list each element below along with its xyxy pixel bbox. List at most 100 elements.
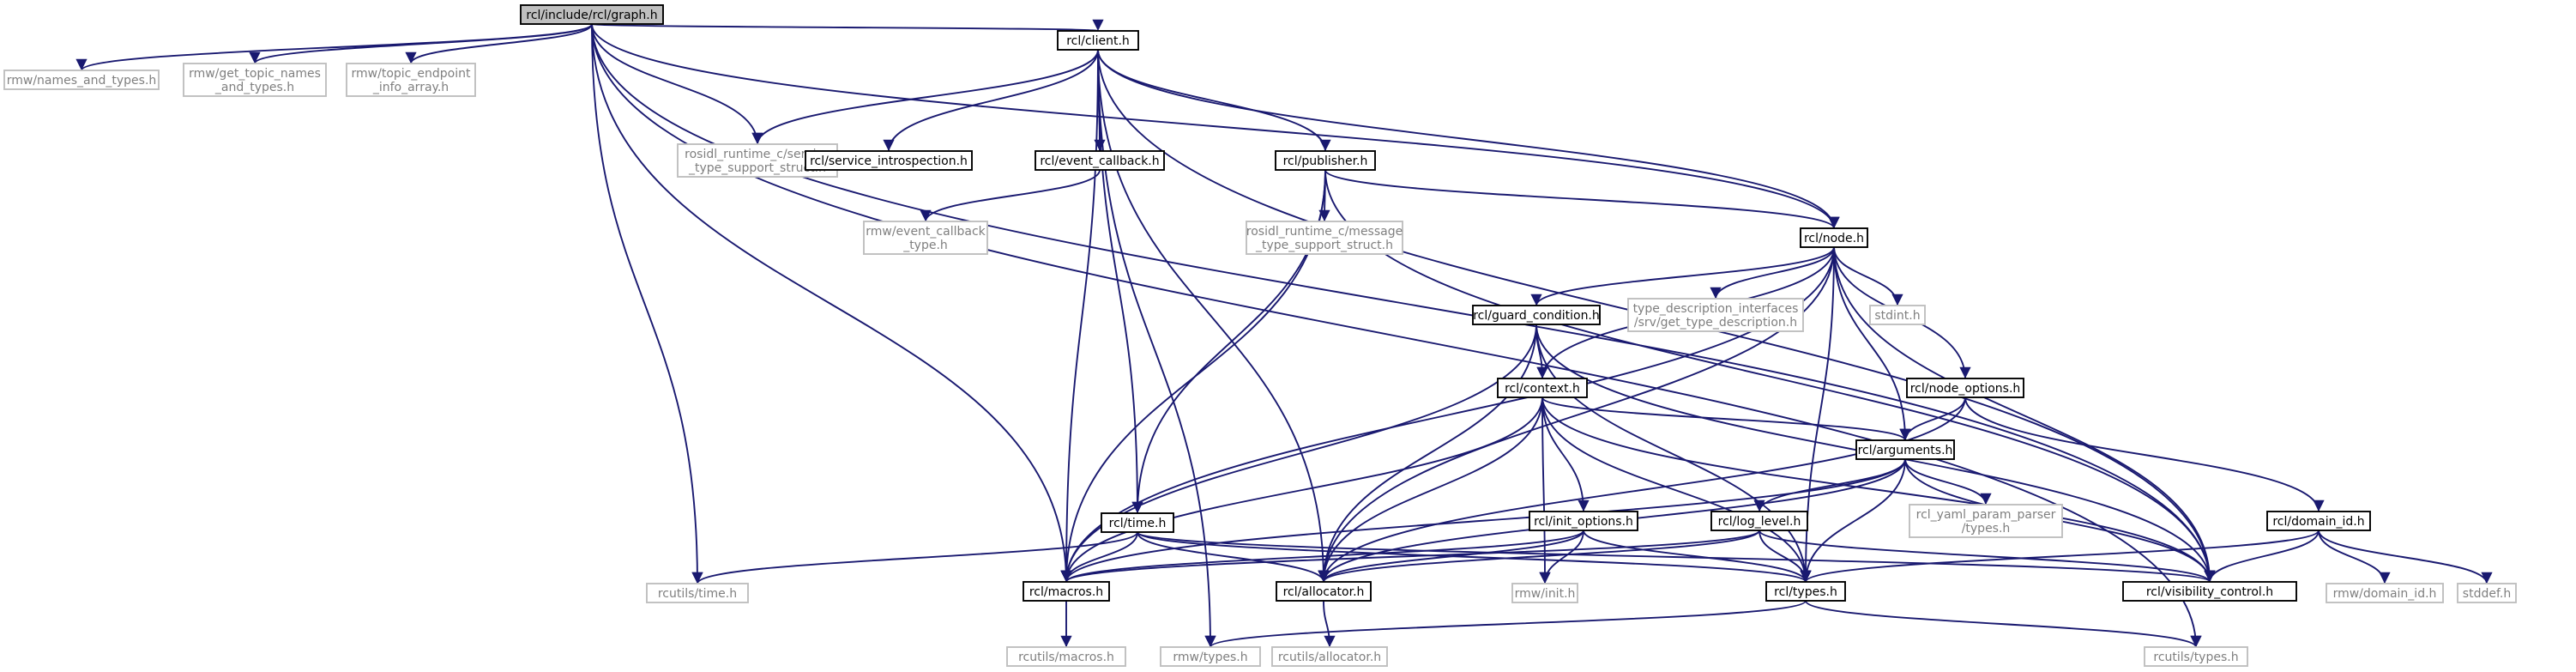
node-box: [1160, 646, 1261, 667]
edge-context_h-to-init_options: [1541, 397, 1590, 512]
edge-node_h-to-allocator_h: [1318, 246, 1835, 583]
node-box: [1627, 298, 1804, 332]
node-label: rcl/time.h: [1109, 517, 1167, 530]
edge-guard_condition-to-allocator_h: [1318, 324, 1537, 583]
node-context-h[interactable]: rcl/context.h: [1497, 378, 1588, 398]
node-rcutils-time: rcutils/time.h: [646, 583, 749, 603]
node-label: _type_support_struct.h: [1255, 239, 1393, 252]
node-box: [1869, 305, 1926, 325]
node-label: rcl/guard_condition.h: [1473, 309, 1600, 323]
node-rmw-domain-id: rmw/domain_id.h: [2326, 583, 2444, 603]
edge-client_h-to-node_h: [1097, 49, 1840, 229]
node-box[interactable]: [520, 4, 664, 25]
node-time-h[interactable]: rcl/time.h: [1101, 512, 1174, 533]
edge-node_h-to-types_h: [1800, 246, 1835, 583]
node-service-introspection[interactable]: rcl/service_introspection.h: [805, 150, 973, 171]
node-rmw-types: rmw/types.h: [1160, 646, 1261, 667]
node-box[interactable]: [1529, 511, 1638, 531]
node-macros-h[interactable]: rcl/macros.h: [1023, 581, 1110, 602]
node-box[interactable]: [1497, 378, 1588, 398]
node-box[interactable]: [1906, 378, 2024, 398]
node-box[interactable]: [1765, 581, 1846, 602]
node-label: rcl/node_options.h: [1910, 382, 2021, 396]
node-label: _type.h: [902, 239, 948, 252]
node-label: _info_array.h: [372, 81, 449, 94]
edge-graph_h-to-rmw_topic_endpoint: [405, 23, 593, 64]
node-box[interactable]: [1023, 581, 1110, 602]
node-box[interactable]: [1472, 305, 1601, 325]
node-label: rcl/publisher.h: [1283, 154, 1368, 168]
node-event-callback[interactable]: rcl/event_callback.h: [1035, 150, 1165, 171]
edge-node_options-to-arguments_h: [1899, 397, 1966, 441]
node-log-level[interactable]: rcl/log_level.h: [1710, 511, 1808, 531]
edge-client_h-to-rmw_types: [1097, 49, 1216, 648]
edge-graph_h-to-rosidl_service: [591, 23, 763, 145]
node-box[interactable]: [1710, 511, 1808, 531]
node-label: rmw/domain_id.h: [2333, 587, 2437, 601]
node-label: rosidl_runtime_c/message: [1246, 225, 1403, 239]
node-box: [863, 221, 988, 255]
node-client-h[interactable]: rcl/client.h: [1057, 30, 1139, 51]
edge-init_options-to-macros_h: [1060, 530, 1584, 583]
node-box[interactable]: [805, 150, 973, 171]
node-box: [2144, 646, 2248, 667]
node-stdint-h: stdint.h: [1869, 305, 1926, 325]
node-init-options[interactable]: rcl/init_options.h: [1529, 511, 1638, 531]
node-label: rcutils/allocator.h: [1278, 651, 1381, 664]
node-rmw-topic-endpoint: rmw/topic_endpoint_info_array.h: [346, 63, 476, 97]
node-rmw-names-and-types: rmw/names_and_types.h: [3, 70, 160, 90]
edge-context_h-to-types_h: [1541, 397, 1812, 583]
node-domain-id[interactable]: rcl/domain_id.h: [2266, 511, 2371, 531]
node-box: [1006, 646, 1126, 667]
node-label: stddef.h: [2463, 587, 2511, 601]
edge-context_h-to-visibility: [1541, 397, 2216, 583]
node-label: rcl/event_callback.h: [1040, 154, 1159, 168]
edge-arguments_h-to-types_h: [1800, 458, 1906, 583]
node-rmw-get-topic-names: rmw/get_topic_names_and_types.h: [183, 63, 327, 97]
edge-guard_condition-to-types_h: [1535, 324, 1812, 583]
node-label: rmw/event_callback: [866, 225, 986, 239]
node-label: rcl/log_level.h: [1718, 515, 1801, 529]
node-publisher-h[interactable]: rcl/publisher.h: [1275, 150, 1376, 171]
node-label: rcl/include/rcl/graph.h: [526, 9, 657, 22]
edge-time_h-to-rcutils_time: [691, 531, 1138, 584]
edge-types_h-to-rmw_types: [1204, 600, 1807, 648]
edge-client_h-to-allocator_h: [1097, 49, 1330, 583]
node-label: rmw/get_topic_names: [189, 67, 321, 81]
edge-log_level-to-macros_h: [1060, 530, 1760, 583]
node-box[interactable]: [1800, 227, 1868, 248]
node-box[interactable]: [1855, 439, 1955, 460]
node-box[interactable]: [1057, 30, 1139, 51]
node-visibility[interactable]: rcl/visibility_control.h: [2122, 581, 2297, 602]
node-box[interactable]: [2266, 511, 2371, 531]
node-box: [2326, 583, 2444, 603]
node-label: rmw/types.h: [1173, 651, 1247, 664]
node-label: /types.h: [1962, 522, 2011, 536]
node-box[interactable]: [1035, 150, 1165, 171]
node-label: rcl_yaml_param_parser: [1916, 508, 2056, 522]
node-box[interactable]: [2122, 581, 2297, 602]
edge-node_h-to-visibility: [1833, 246, 2216, 583]
node-allocator-h[interactable]: rcl/allocator.h: [1276, 581, 1372, 602]
edge-event_callback-to-rmw_event_callback: [920, 169, 1101, 222]
node-graph-h[interactable]: rcl/include/rcl/graph.h: [520, 4, 664, 25]
node-box[interactable]: [1101, 512, 1174, 533]
edge-graph_h-to-rmw_names_and_types: [75, 23, 593, 71]
node-arguments-h[interactable]: rcl/arguments.h: [1855, 439, 1955, 460]
node-label: rcl/visibility_control.h: [2146, 585, 2273, 599]
node-box: [2457, 583, 2517, 603]
node-label: rmw/topic_endpoint: [352, 67, 471, 81]
node-label: stdint.h: [1874, 309, 1920, 323]
node-box[interactable]: [1275, 150, 1376, 171]
node-guard-condition[interactable]: rcl/guard_condition.h: [1472, 305, 1601, 325]
node-types-h[interactable]: rcl/types.h: [1765, 581, 1846, 602]
node-box[interactable]: [1276, 581, 1372, 602]
edge-node_h-to-guard_condition: [1530, 246, 1835, 306]
edge-publisher_h-to-node_h: [1324, 169, 1840, 229]
node-node-options[interactable]: rcl/node_options.h: [1906, 378, 2024, 398]
edge-node_h-to-macros_h: [1060, 246, 1835, 583]
node-node-h[interactable]: rcl/node.h: [1800, 227, 1868, 248]
node-label: rcl/arguments.h: [1858, 444, 1953, 457]
edge-graph_h-to-visibility: [591, 23, 2216, 583]
